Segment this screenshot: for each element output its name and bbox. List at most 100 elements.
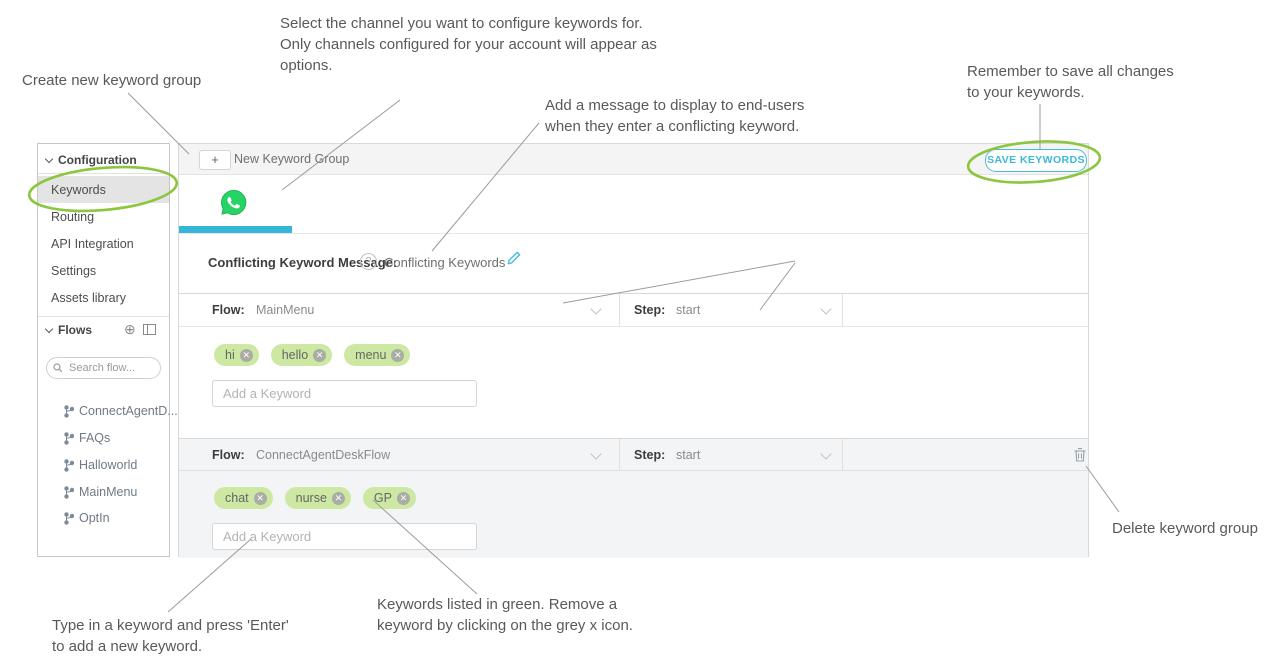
flow-item-mainmenu[interactable]: MainMenu	[64, 485, 137, 499]
sidebar-item-routing[interactable]: Routing	[38, 203, 169, 230]
keyword-list: chat ✕ nurse ✕ GP ✕	[214, 487, 416, 509]
flow-value: MainMenu	[256, 303, 315, 317]
keyword-text: menu	[355, 348, 387, 362]
flow-branch-icon	[64, 485, 74, 499]
flow-item-label: ConnectAgentD...	[79, 404, 178, 418]
flow-item-connectagentd[interactable]: ConnectAgentD...	[64, 404, 178, 418]
conflicting-message-label: Conflicting Keyword Message:	[208, 255, 398, 270]
remove-keyword-icon[interactable]: ✕	[396, 491, 410, 505]
whatsapp-channel-tab[interactable]	[219, 188, 248, 217]
flow-branch-icon	[64, 404, 74, 418]
flow-branch-icon	[64, 511, 74, 525]
sidebar-section-flows[interactable]: Flows	[38, 318, 169, 342]
sidebar: Configuration Keywords Routing API Integ…	[37, 143, 178, 557]
configuration-section-label: Configuration	[58, 153, 137, 167]
search-flow-input[interactable]	[67, 361, 157, 375]
conflicting-message-row: Conflicting Keyword Message: ? Conflicti…	[179, 233, 1088, 294]
flow-item-optin[interactable]: OptIn	[64, 511, 110, 525]
flows-section-label: Flows	[58, 323, 93, 337]
step-value: start	[676, 303, 701, 317]
step-label: Step:	[634, 448, 666, 462]
annotation-add-message: Add a message to display to end-users wh…	[545, 97, 805, 135]
flow-branch-icon	[64, 431, 74, 445]
divider	[179, 233, 1088, 234]
keyword-pill: hi ✕	[214, 344, 259, 366]
flow-item-label: Halloworld	[79, 458, 138, 472]
sidebar-section-configuration[interactable]: Configuration	[38, 148, 169, 172]
chevron-down-icon	[44, 324, 54, 333]
sidebar-item-settings[interactable]: Settings	[38, 257, 169, 284]
add-flow-icon[interactable]: ⊕	[124, 321, 136, 337]
search-icon	[53, 363, 63, 373]
keyword-group-row: Flow: ConnectAgentDeskFlow Step: start	[179, 438, 1088, 471]
divider	[38, 173, 169, 174]
chevron-down-icon	[590, 448, 602, 460]
search-flow-box	[46, 357, 161, 379]
flow-select[interactable]: MainMenu	[249, 294, 629, 326]
add-keyword-input[interactable]	[212, 380, 477, 407]
panel-title: New Keyword Group	[234, 152, 350, 166]
step-select[interactable]: start	[671, 439, 839, 470]
flow-item-label: MainMenu	[79, 485, 138, 499]
divider	[619, 294, 620, 326]
add-keyword-input[interactable]	[212, 523, 477, 550]
keyword-group: Flow: ConnectAgentDeskFlow Step: start	[179, 438, 1088, 558]
annotation-type-keyword: Type in a keyword and press 'Enter' to a…	[52, 617, 289, 655]
edit-pencil-icon[interactable]	[506, 250, 522, 266]
help-icon[interactable]: ?	[360, 253, 377, 270]
annotation-select-channel: Select the channel you want to configure…	[280, 15, 657, 74]
flow-item-label: OptIn	[79, 511, 110, 525]
keyword-pill: GP ✕	[362, 487, 416, 509]
sidebar-item-api-integration[interactable]: API Integration	[38, 230, 169, 257]
annotation-create-group: Create new keyword group	[22, 72, 202, 89]
sidebar-item-assets-library[interactable]: Assets library	[38, 284, 169, 311]
chevron-down-icon	[820, 448, 832, 460]
annotation-delete-group: Delete keyword group	[1112, 520, 1258, 537]
save-keywords-button[interactable]: SAVE KEYWORDS	[985, 149, 1087, 172]
flow-select[interactable]: ConnectAgentDeskFlow	[249, 439, 629, 470]
keyword-pill: menu ✕	[344, 344, 411, 366]
keyword-text: GP	[373, 491, 392, 505]
keyword-text: hi	[225, 348, 235, 362]
remove-keyword-icon[interactable]: ✕	[253, 491, 267, 505]
chevron-down-icon	[44, 154, 54, 163]
sidebar-item-keywords[interactable]: Keywords	[38, 176, 169, 203]
flow-item-label: FAQs	[79, 431, 111, 445]
step-select[interactable]: start	[671, 294, 839, 326]
panel-header: + New Keyword Group SAVE KEYWORDS	[179, 144, 1088, 175]
keyword-group-row: Flow: MainMenu Step: start	[179, 294, 1088, 327]
whatsapp-icon	[221, 189, 247, 215]
active-tab-indicator	[179, 226, 292, 233]
keywords-panel: + New Keyword Group SAVE KEYWORDS Confli…	[178, 143, 1089, 558]
keyword-text: hello	[281, 348, 309, 362]
flow-item-faqs[interactable]: FAQs	[64, 431, 110, 445]
flow-branch-icon	[64, 458, 74, 472]
keyword-text: chat	[225, 491, 249, 505]
divider	[842, 294, 843, 326]
flow-panel-icon[interactable]	[143, 324, 156, 335]
remove-keyword-icon[interactable]: ✕	[331, 491, 345, 505]
sidebar-item-label: API Integration	[51, 236, 134, 251]
remove-keyword-icon[interactable]: ✕	[313, 348, 327, 362]
divider	[842, 439, 843, 470]
flow-value: ConnectAgentDeskFlow	[256, 448, 391, 462]
flow-label: Flow:	[212, 448, 245, 462]
sidebar-item-label: Settings	[51, 263, 97, 278]
divider	[38, 316, 169, 317]
new-keyword-group-button[interactable]: +	[199, 150, 231, 170]
remove-keyword-icon[interactable]: ✕	[239, 348, 253, 362]
annotation-line-delete	[1085, 465, 1120, 513]
chevron-down-icon	[590, 303, 602, 315]
remove-keyword-icon[interactable]: ✕	[391, 348, 405, 362]
keyword-text: nurse	[295, 491, 327, 505]
sidebar-item-label: Routing	[51, 209, 95, 224]
divider	[619, 439, 620, 470]
annotation-keywords-green: Keywords listed in green. Remove a keywo…	[377, 596, 633, 634]
flow-item-halloworld[interactable]: Halloworld	[64, 458, 137, 472]
step-label: Step:	[634, 303, 666, 317]
step-value: start	[676, 448, 701, 462]
delete-group-trash-icon[interactable]	[1074, 447, 1086, 462]
keyword-pill: chat ✕	[214, 487, 273, 509]
conflicting-message-value: Conflicting Keywords	[384, 255, 506, 270]
